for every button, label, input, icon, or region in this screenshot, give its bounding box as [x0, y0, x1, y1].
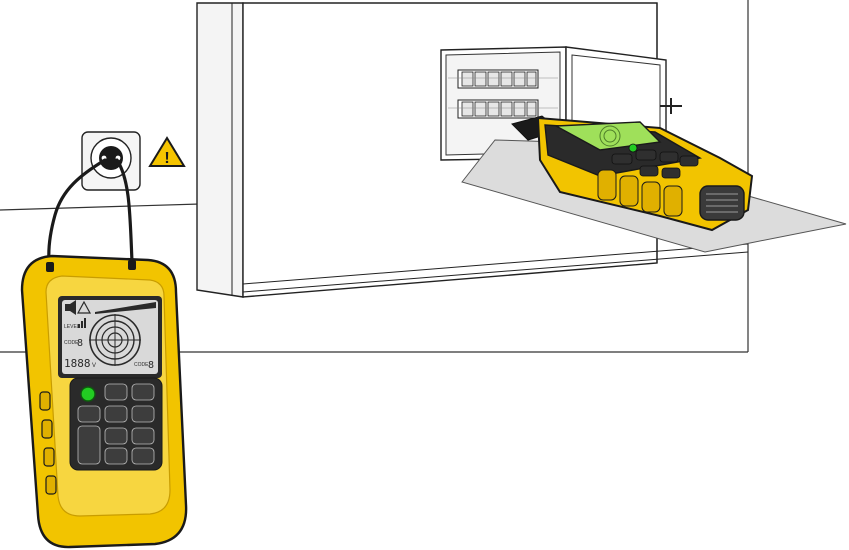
- transmitter-keypad: [611, 143, 699, 179]
- key-bottom-1[interactable]: [104, 427, 128, 445]
- receiver-side-grip: [39, 391, 57, 495]
- key-top-1[interactable]: [104, 383, 128, 401]
- key-mid-2[interactable]: [131, 405, 155, 423]
- key-bottom-4[interactable]: [131, 447, 155, 465]
- warning-triangle-icon: !: [148, 136, 186, 167]
- level-bars-icon: [78, 318, 86, 328]
- key-large-left[interactable]: [77, 425, 101, 465]
- key-mid-left[interactable]: [77, 405, 101, 423]
- key-top-2[interactable]: [131, 383, 155, 401]
- signal-bars-icon: [95, 302, 156, 314]
- receiver-device: LEVEL CODE 8 1888 V CODE 8: [20, 254, 188, 549]
- transmitter-screen: [553, 121, 662, 151]
- warning-small-icon: [76, 300, 92, 314]
- breaker-row-top: [448, 69, 558, 89]
- receiver-cable-entry: [46, 260, 136, 272]
- key-bottom-3[interactable]: [104, 447, 128, 465]
- transmitter-probe: [511, 115, 754, 232]
- target-circles-icon: [89, 314, 141, 366]
- breaker-row-bottom: [448, 99, 558, 119]
- wall-socket-icon: [81, 131, 141, 191]
- code-value-left: 8: [77, 338, 83, 349]
- voltage-value: 1888: [64, 357, 91, 370]
- level-label: LEVEL: [64, 324, 80, 330]
- voltage-unit: V: [92, 363, 96, 369]
- transmitter-grip: [597, 169, 683, 217]
- key-mid-1[interactable]: [104, 405, 128, 423]
- code-value-right: 8: [148, 360, 154, 371]
- key-bottom-2[interactable]: [131, 427, 155, 445]
- transmitter-sensor-head: [699, 185, 745, 221]
- receiver-keypad: [69, 377, 163, 471]
- power-led: [80, 386, 96, 402]
- code-label-right: CODE: [134, 362, 149, 368]
- warning-mark: !: [164, 150, 169, 167]
- receiver-lcd: LEVEL CODE 8 1888 V CODE 8: [58, 296, 162, 378]
- speaker-mute-icon: [65, 300, 76, 315]
- code-label-left: CODE: [64, 340, 79, 346]
